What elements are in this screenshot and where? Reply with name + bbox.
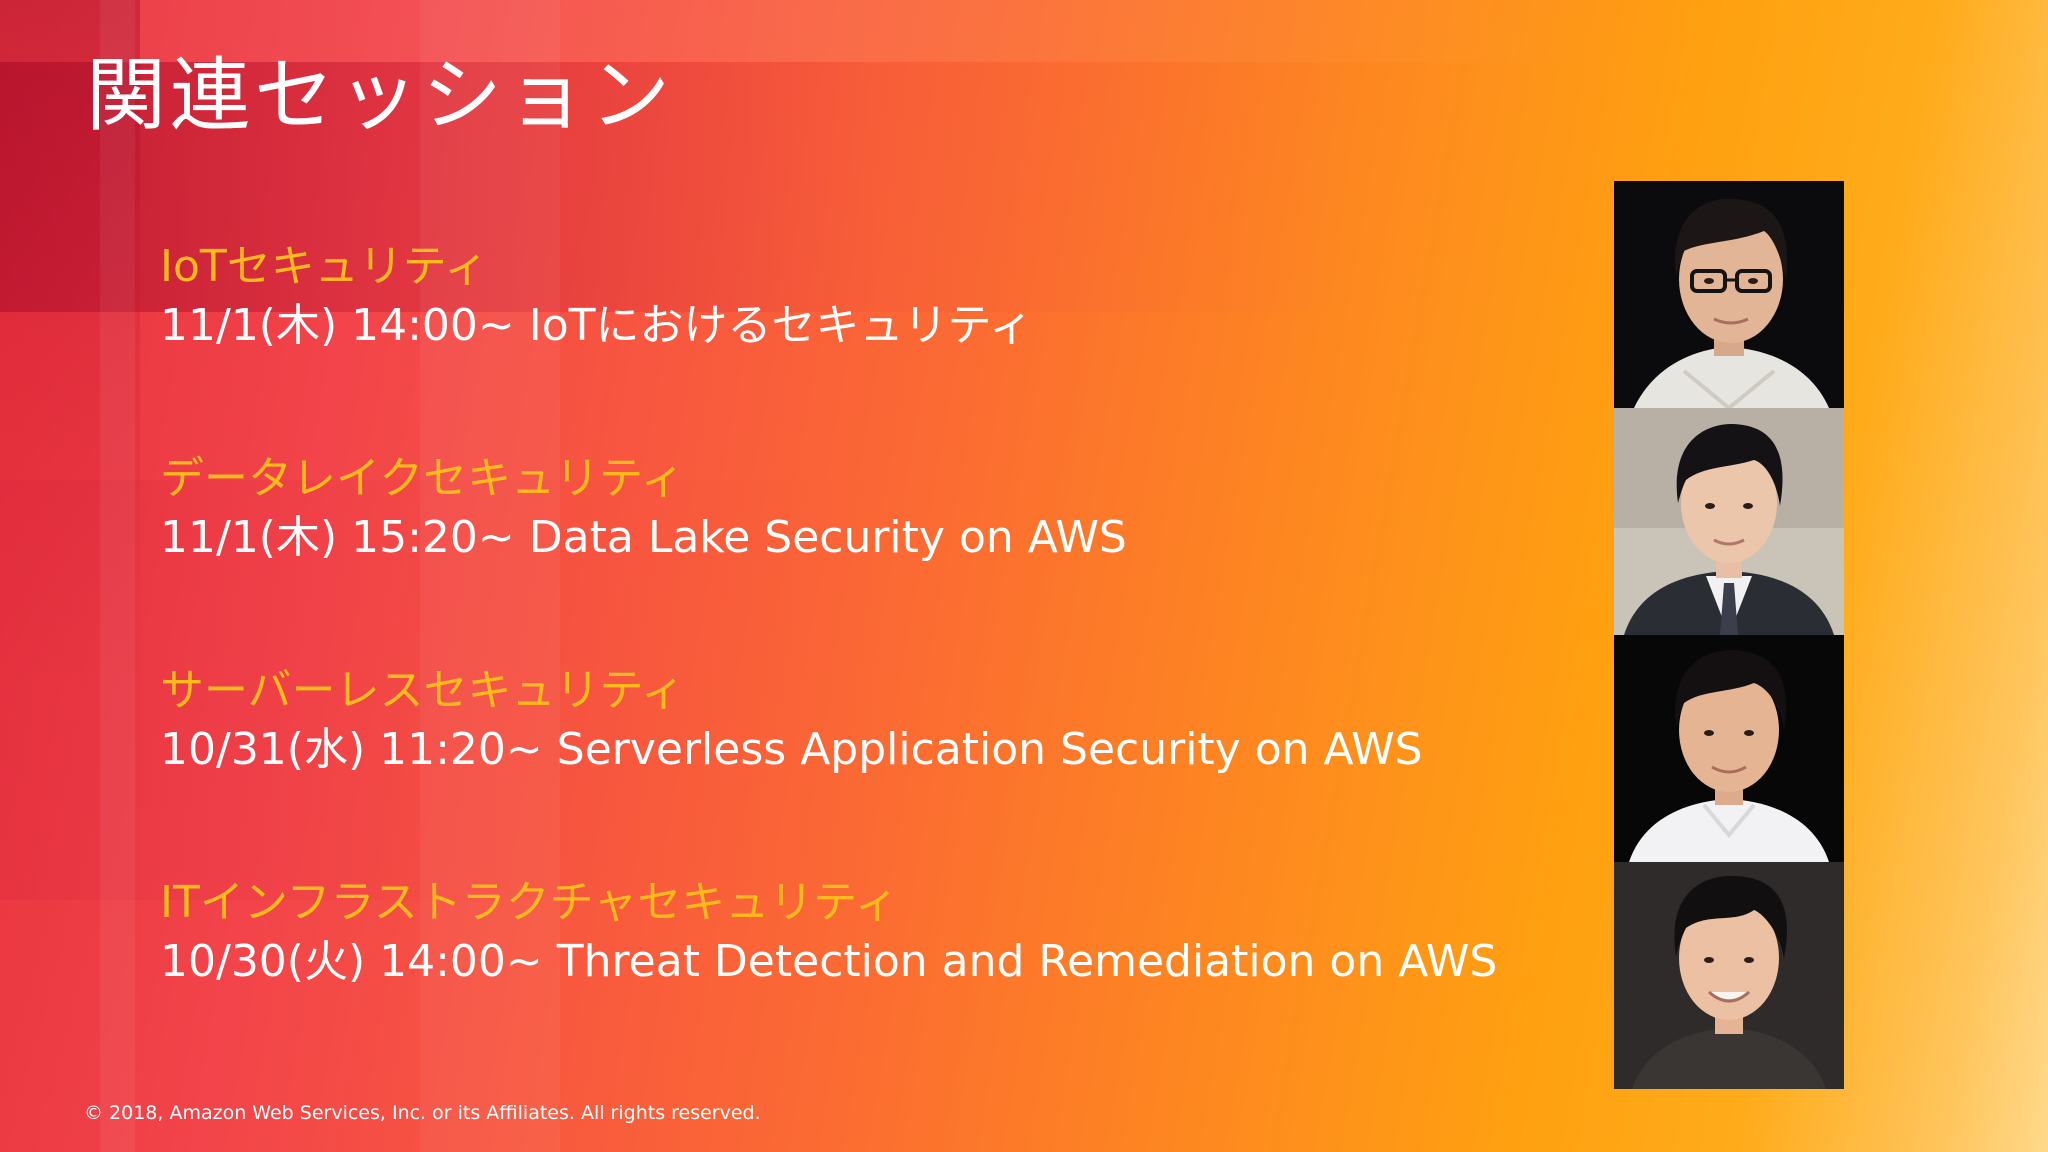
- session-detail: 11/1(木) 15:20~ Data Lake Security on AWS: [160, 512, 1127, 563]
- session-category: IoTセキュリティ: [160, 241, 489, 292]
- speaker-photo-white-shirt: [1614, 635, 1844, 862]
- session-detail: 10/31(水) 11:20~ Serverless Application S…: [160, 724, 1423, 775]
- speaker-photo-smiling: [1614, 862, 1844, 1089]
- decor-band-left-thin: [100, 0, 135, 1152]
- session-item: IoTセキュリティ 11/1(木) 14:00~ IoTにおけるセキュリティ: [160, 238, 1560, 450]
- session-category: ITインフラストラクチャセキュリティ: [160, 877, 899, 928]
- speaker-photo-suit: [1614, 408, 1844, 635]
- decor-band-left: [0, 0, 140, 1152]
- session-detail: 11/1(木) 14:00~ IoTにおけるセキュリティ: [160, 300, 1033, 351]
- speaker-photo-glasses: [1614, 181, 1844, 408]
- copyright-notice: © 2018, Amazon Web Services, Inc. or its…: [84, 1102, 761, 1124]
- session-list: IoTセキュリティ 11/1(木) 14:00~ IoTにおけるセキュリティ デ…: [160, 238, 1560, 1086]
- session-detail: 10/30(火) 14:00~ Threat Detection and Rem…: [160, 936, 1498, 987]
- session-item: データレイクセキュリティ 11/1(木) 15:20~ Data Lake Se…: [160, 450, 1560, 662]
- session-item: サーバーレスセキュリティ 10/31(水) 11:20~ Serverless …: [160, 662, 1560, 874]
- session-category: サーバーレスセキュリティ: [160, 665, 685, 716]
- session-category: データレイクセキュリティ: [160, 453, 685, 504]
- speaker-photos: [1614, 181, 1844, 1089]
- slide-title: 関連セッション: [86, 49, 674, 142]
- session-item: ITインフラストラクチャセキュリティ 10/30(火) 14:00~ Threa…: [160, 874, 1560, 1086]
